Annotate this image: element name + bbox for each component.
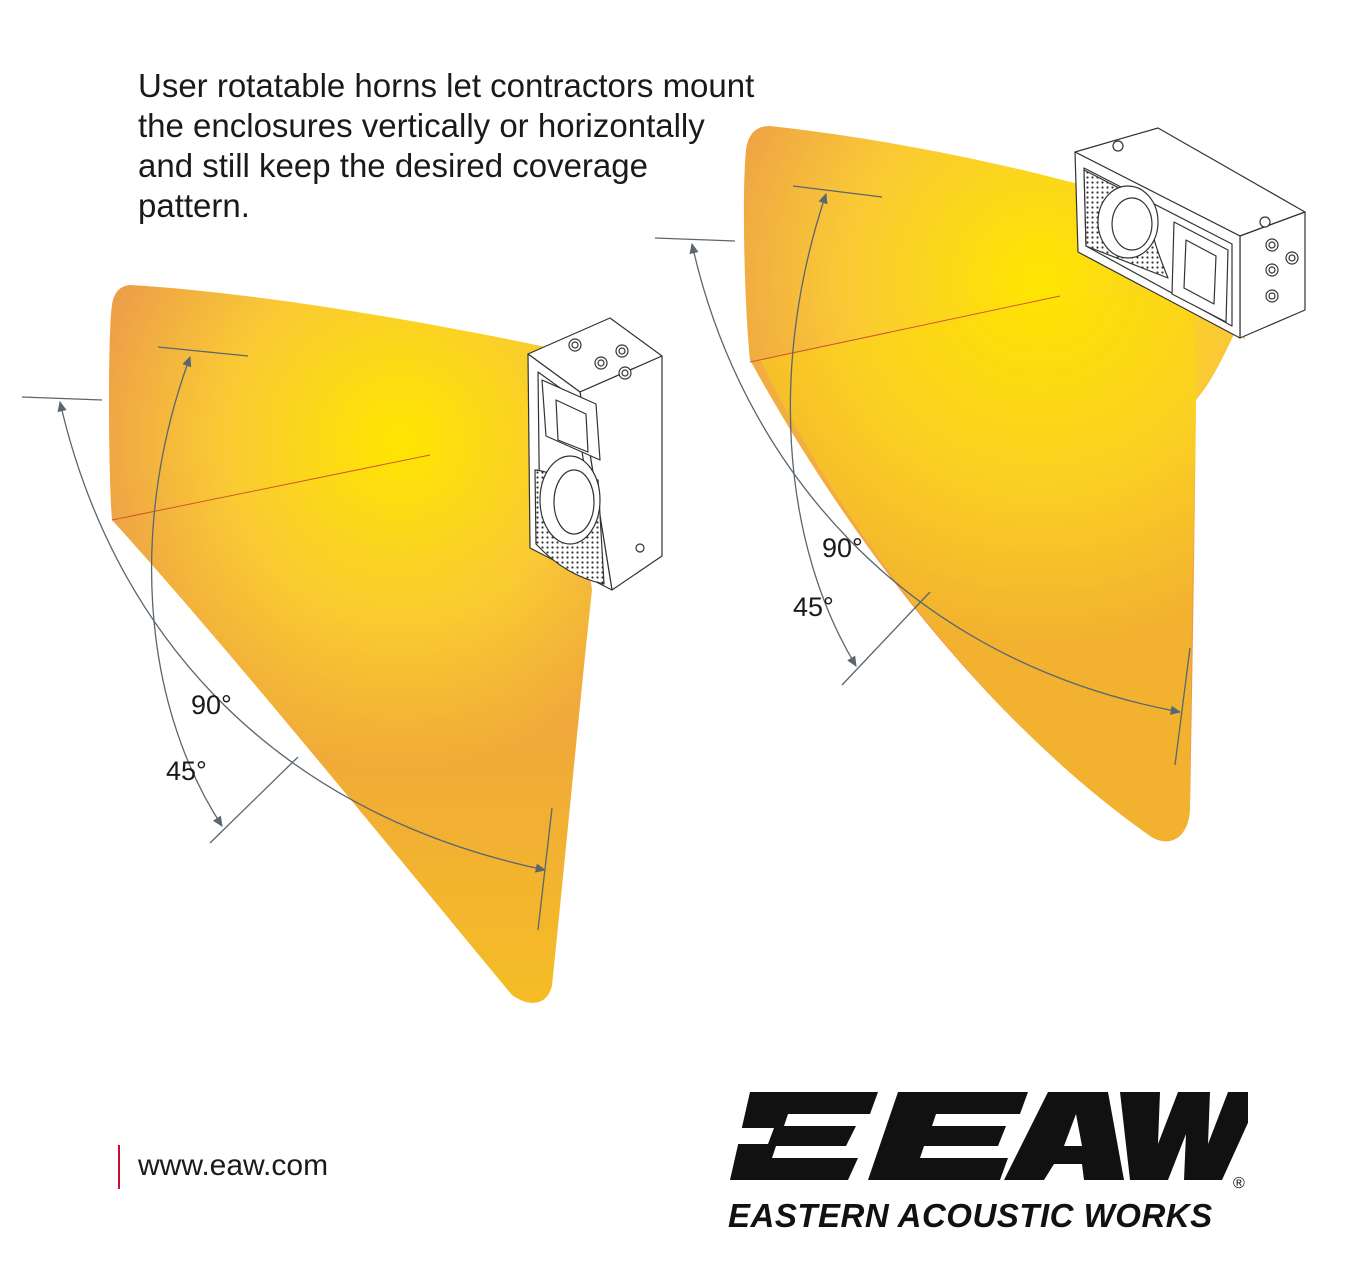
- left-angle-label-90: 90°: [191, 690, 232, 720]
- right-ref-line-outer: [654, 237, 736, 242]
- left-ref-line-outer: [21, 396, 103, 401]
- website-link[interactable]: www.eaw.com: [138, 1149, 329, 1182]
- left-ref-line-45: [209, 756, 299, 844]
- registered-mark: ®: [1233, 1175, 1245, 1192]
- right-angle-label-90: 90°: [822, 533, 863, 563]
- right-coverage-diagram: [654, 126, 1306, 842]
- url-accent-bar: [118, 1145, 120, 1189]
- right-arc-45: [789, 192, 857, 668]
- right-ref-line-bottom: [1174, 647, 1191, 766]
- logo-tagline: EASTERN ACOUSTIC WORKS: [728, 1197, 1213, 1234]
- right-beam-front: [760, 290, 1196, 842]
- right-ref-line-inner: [792, 185, 883, 198]
- horizontal-speaker-enclosure: [1074, 127, 1306, 339]
- left-coverage-diagram: [21, 285, 663, 1003]
- headline: User rotatable horns let contractors mou…: [138, 67, 755, 224]
- left-arc-45: [150, 355, 223, 827]
- right-ref-line-45: [841, 591, 931, 686]
- eaw-logo: [728, 1092, 1248, 1180]
- left-ref-line-inner: [157, 346, 249, 357]
- right-angle-label-45: 45°: [793, 592, 834, 622]
- vertical-speaker-enclosure: [527, 317, 663, 591]
- left-angle-label-45: 45°: [166, 756, 207, 786]
